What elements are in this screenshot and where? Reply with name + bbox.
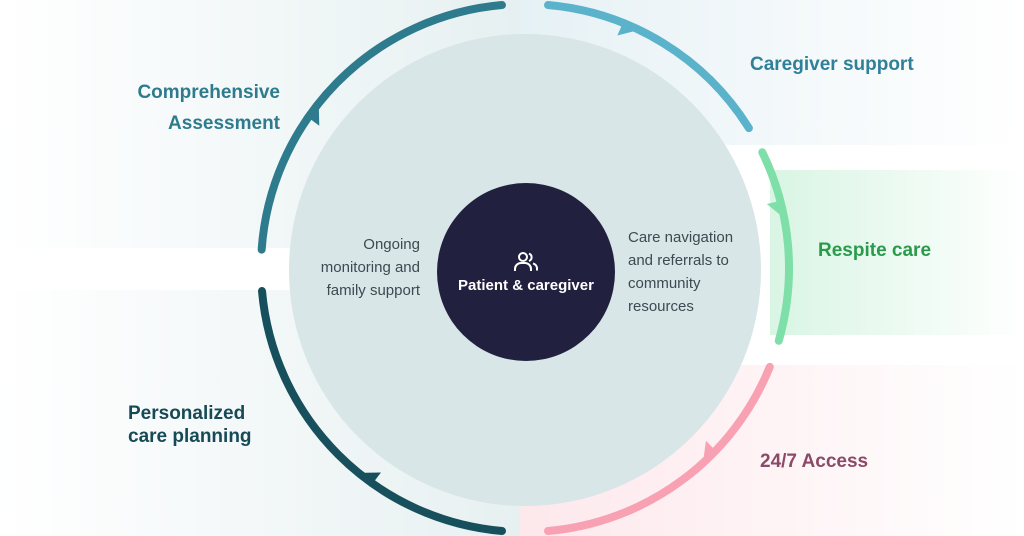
people-icon [514, 251, 538, 271]
arrowhead-icon [617, 22, 640, 36]
arc-caregiver-support [544, 1, 753, 133]
arrowhead-icon [766, 200, 785, 219]
respite-care-band [770, 170, 1024, 335]
center-circle: Patient & caregiver [437, 183, 615, 361]
arc-access [544, 362, 774, 535]
arrowhead-icon [308, 102, 320, 126]
stage-label-access: 24/7 Access [760, 451, 869, 472]
stage-label-respite-care: Respite care [818, 240, 932, 261]
arc-respite-care [758, 148, 793, 345]
stage-label-caregiver-support: Caregiver support [750, 54, 914, 75]
center-label: Patient & caregiver [458, 276, 594, 294]
arrowhead-icon [702, 440, 716, 464]
arrowhead-icon [358, 472, 381, 484]
arc-assessment [257, 1, 506, 254]
arc-care-planning [258, 287, 506, 535]
